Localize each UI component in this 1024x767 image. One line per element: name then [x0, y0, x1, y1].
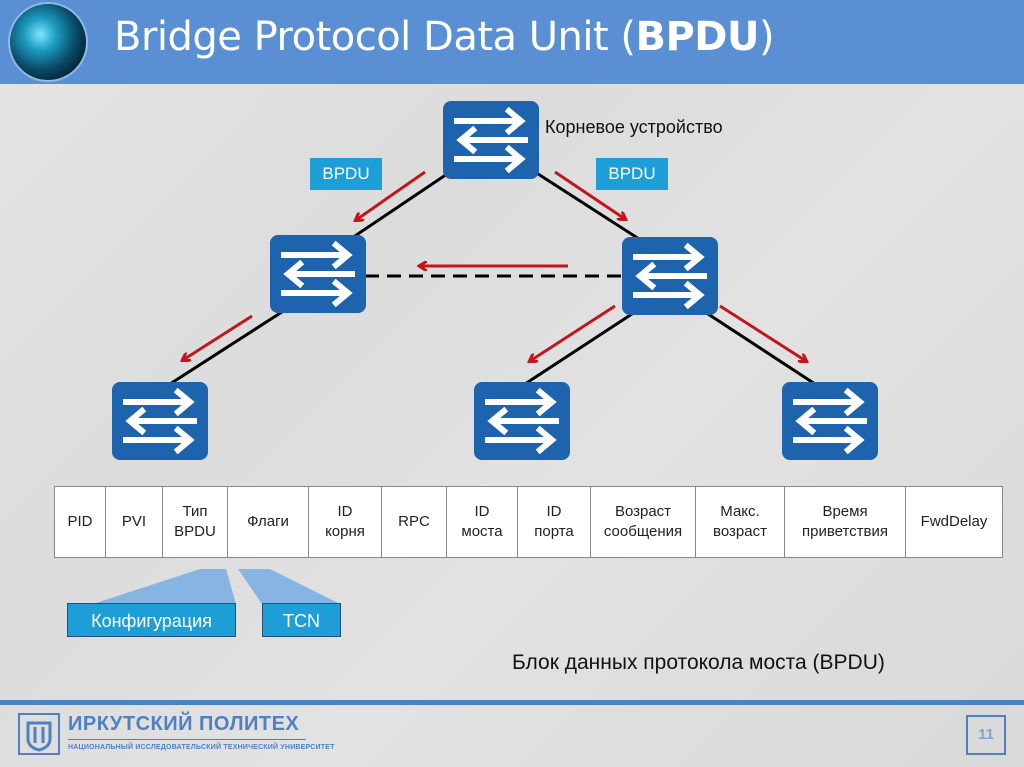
field-cell: FwdDelay — [905, 486, 1003, 558]
page-number: 11 — [966, 715, 1006, 755]
root-device-label: Корневое устройство — [545, 117, 723, 137]
field-cell: ID порта — [517, 486, 591, 558]
bpdu-arrow — [356, 170, 426, 220]
shield-icon — [26, 721, 52, 752]
field-line: Возраст — [614, 503, 672, 520]
university-name: ИРКУТСКИЙ ПОЛИТЕХ — [68, 713, 300, 735]
field-line: ID — [546, 503, 562, 520]
field-cell: Время приветствия — [784, 486, 906, 558]
bpdu-arrow — [554, 170, 625, 219]
link-midleft-bottomleft — [169, 308, 286, 386]
field-cell: ID корня — [308, 486, 382, 558]
link-root-midleft — [339, 170, 451, 248]
config-fan — [93, 569, 236, 604]
field-line: ID — [474, 503, 490, 520]
field-cell: Макс. возраст — [695, 486, 785, 558]
switch-mid-left[interactable] — [270, 235, 366, 313]
title-suffix: ) — [758, 14, 775, 60]
switch-bottom-left[interactable] — [112, 382, 208, 460]
switch-icon — [485, 387, 559, 455]
field-cell: Возраст сообщения — [590, 486, 696, 558]
field-cell: Флаги — [227, 486, 309, 558]
field-line: BPDU — [174, 523, 216, 540]
link-midright-bottomright — [704, 310, 816, 386]
bpdu-type-configuration: Конфигурация — [67, 603, 236, 637]
switch-mid-right[interactable] — [622, 237, 718, 315]
switch-bottom-middle[interactable] — [474, 382, 570, 460]
university-subtitle: НАЦИОНАЛЬНЫЙ ИССЛЕДОВАТЕЛЬСКИЙ ТЕХНИЧЕСК… — [68, 744, 335, 751]
tcn-fan — [238, 569, 340, 604]
field-line: Макс. — [720, 503, 760, 520]
bpdu-tag-left: BPDU — [310, 158, 382, 190]
switch-root[interactable] — [443, 101, 539, 179]
logo-underline — [68, 739, 306, 740]
title-bold-text: BPDU — [635, 14, 759, 60]
switch-icon — [793, 387, 867, 455]
field-line: порта — [534, 523, 574, 540]
university-logo-icon — [18, 713, 60, 755]
link-root-midright — [534, 170, 651, 248]
switch-icon — [123, 387, 197, 455]
bpdu-arrow — [530, 304, 616, 361]
bpdu-arrow — [183, 314, 253, 360]
field-line: моста — [461, 523, 503, 540]
field-cell: RPC — [381, 486, 447, 558]
bpdu-arrow — [719, 304, 806, 361]
slide-title: Bridge Protocol Data Unit (BPDU) — [114, 14, 775, 60]
field-cell: PVI — [105, 486, 163, 558]
field-line: Время — [822, 503, 868, 520]
switch-icon — [281, 240, 355, 308]
field-line: ID — [337, 503, 353, 520]
footer-divider — [0, 700, 1024, 705]
diagram-caption: Блок данных протокола моста (BPDU) — [512, 651, 885, 674]
switch-bottom-right[interactable] — [782, 382, 878, 460]
field-line: корня — [325, 523, 365, 540]
field-cell: ID моста — [446, 486, 518, 558]
switch-icon — [454, 106, 528, 174]
switch-icon — [633, 242, 707, 310]
globe-icon — [10, 4, 86, 80]
field-line: приветствия — [801, 523, 889, 540]
link-midright-bottommiddle — [524, 310, 636, 386]
field-cell: PID — [54, 486, 106, 558]
field-line: Тип — [182, 503, 208, 520]
slide-header: Bridge Protocol Data Unit (BPDU) — [0, 0, 1024, 84]
field-line: сообщения — [603, 523, 683, 540]
field-line: возраст — [713, 523, 767, 540]
bpdu-type-tcn: TCN — [262, 603, 341, 637]
title-text: Bridge Protocol Data Unit ( — [114, 14, 636, 60]
bpdu-tag-right: BPDU — [596, 158, 668, 190]
